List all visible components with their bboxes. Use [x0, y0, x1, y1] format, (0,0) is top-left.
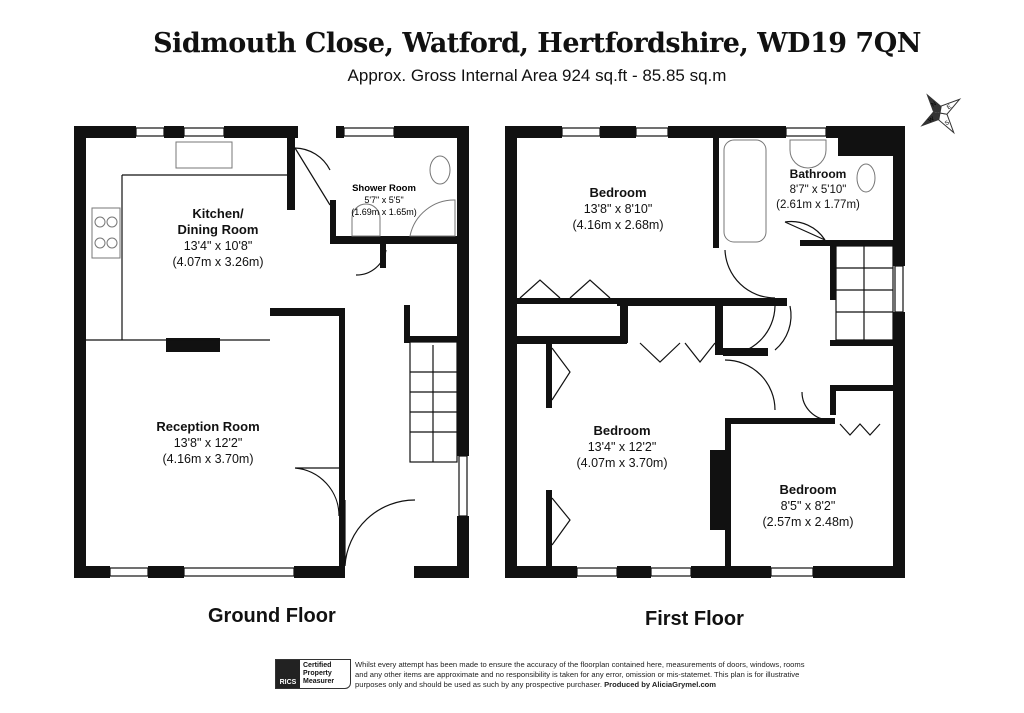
room-dimensions-metric: (4.16m x 3.70m) [162, 452, 253, 466]
room-name: Bedroom [589, 185, 646, 200]
room-name: Kitchen/ [192, 206, 244, 221]
room-dimensions-metric: (4.07m x 3.26m) [172, 255, 263, 269]
gross-area: Approx. Gross Internal Area 924 sq.ft - … [347, 66, 727, 85]
room-name: Shower Room [352, 183, 416, 194]
svg-text:W: W [928, 116, 936, 124]
badge-text: Property [303, 670, 332, 677]
room-name: Bathroom [790, 167, 847, 181]
room-name: Dining Room [178, 222, 259, 237]
ground-floor-plan: Kitchen/ Dining Room 13'4" x 10'8" (4.07… [74, 126, 469, 578]
room-dimensions-metric: (2.61m x 1.77m) [776, 199, 860, 211]
badge-text: Certified [303, 662, 332, 669]
svg-text:S: S [944, 120, 951, 127]
room-name: Reception Room [156, 419, 259, 434]
first-floor-label: First Floor [645, 608, 744, 630]
ground-floor-label: Ground Floor [208, 605, 336, 627]
room-dimensions: 13'4" x 12'2" [588, 440, 657, 454]
room-dimensions: 13'8" x 12'2" [174, 436, 243, 450]
room-dimensions: 8'5" x 8'2" [781, 499, 836, 513]
room-dimensions: 13'4" x 10'8" [184, 239, 253, 253]
page-title: Sidmouth Close, Watford, Hertfordshire, … [153, 28, 921, 59]
producer-credit: Produced by AliciaGrymel.com [604, 680, 717, 689]
compass-icon: N E S W [920, 93, 962, 135]
room-dimensions-metric: (4.07m x 3.70m) [576, 456, 667, 470]
rics-logo: RICS [276, 660, 300, 688]
room-dimensions-metric: (4.16m x 2.68m) [572, 218, 663, 232]
room-name: Bedroom [779, 482, 836, 497]
room-dimensions-metric: (1.69m x 1.65m) [351, 207, 417, 217]
svg-text:N: N [931, 101, 938, 108]
svg-text:E: E [946, 104, 953, 111]
rics-badge: RICS Certified Property Measurer [275, 659, 351, 689]
room-dimensions: 8'7" x 5'10" [790, 184, 847, 196]
badge-text: Measurer [303, 678, 335, 685]
room-name: Bedroom [593, 423, 650, 438]
room-dimensions: 5'7" x 5'5" [364, 195, 403, 205]
first-floor-plan: Bedroom 13'8" x 8'10" (4.16m x 2.68m) Ba… [505, 126, 905, 578]
room-dimensions: 13'8" x 8'10" [584, 202, 653, 216]
room-dimensions-metric: (2.57m x 2.48m) [762, 515, 853, 529]
disclaimer: Whilst every attempt has been made to en… [355, 660, 815, 690]
disclaimer-text: Whilst every attempt has been made to en… [355, 660, 805, 689]
